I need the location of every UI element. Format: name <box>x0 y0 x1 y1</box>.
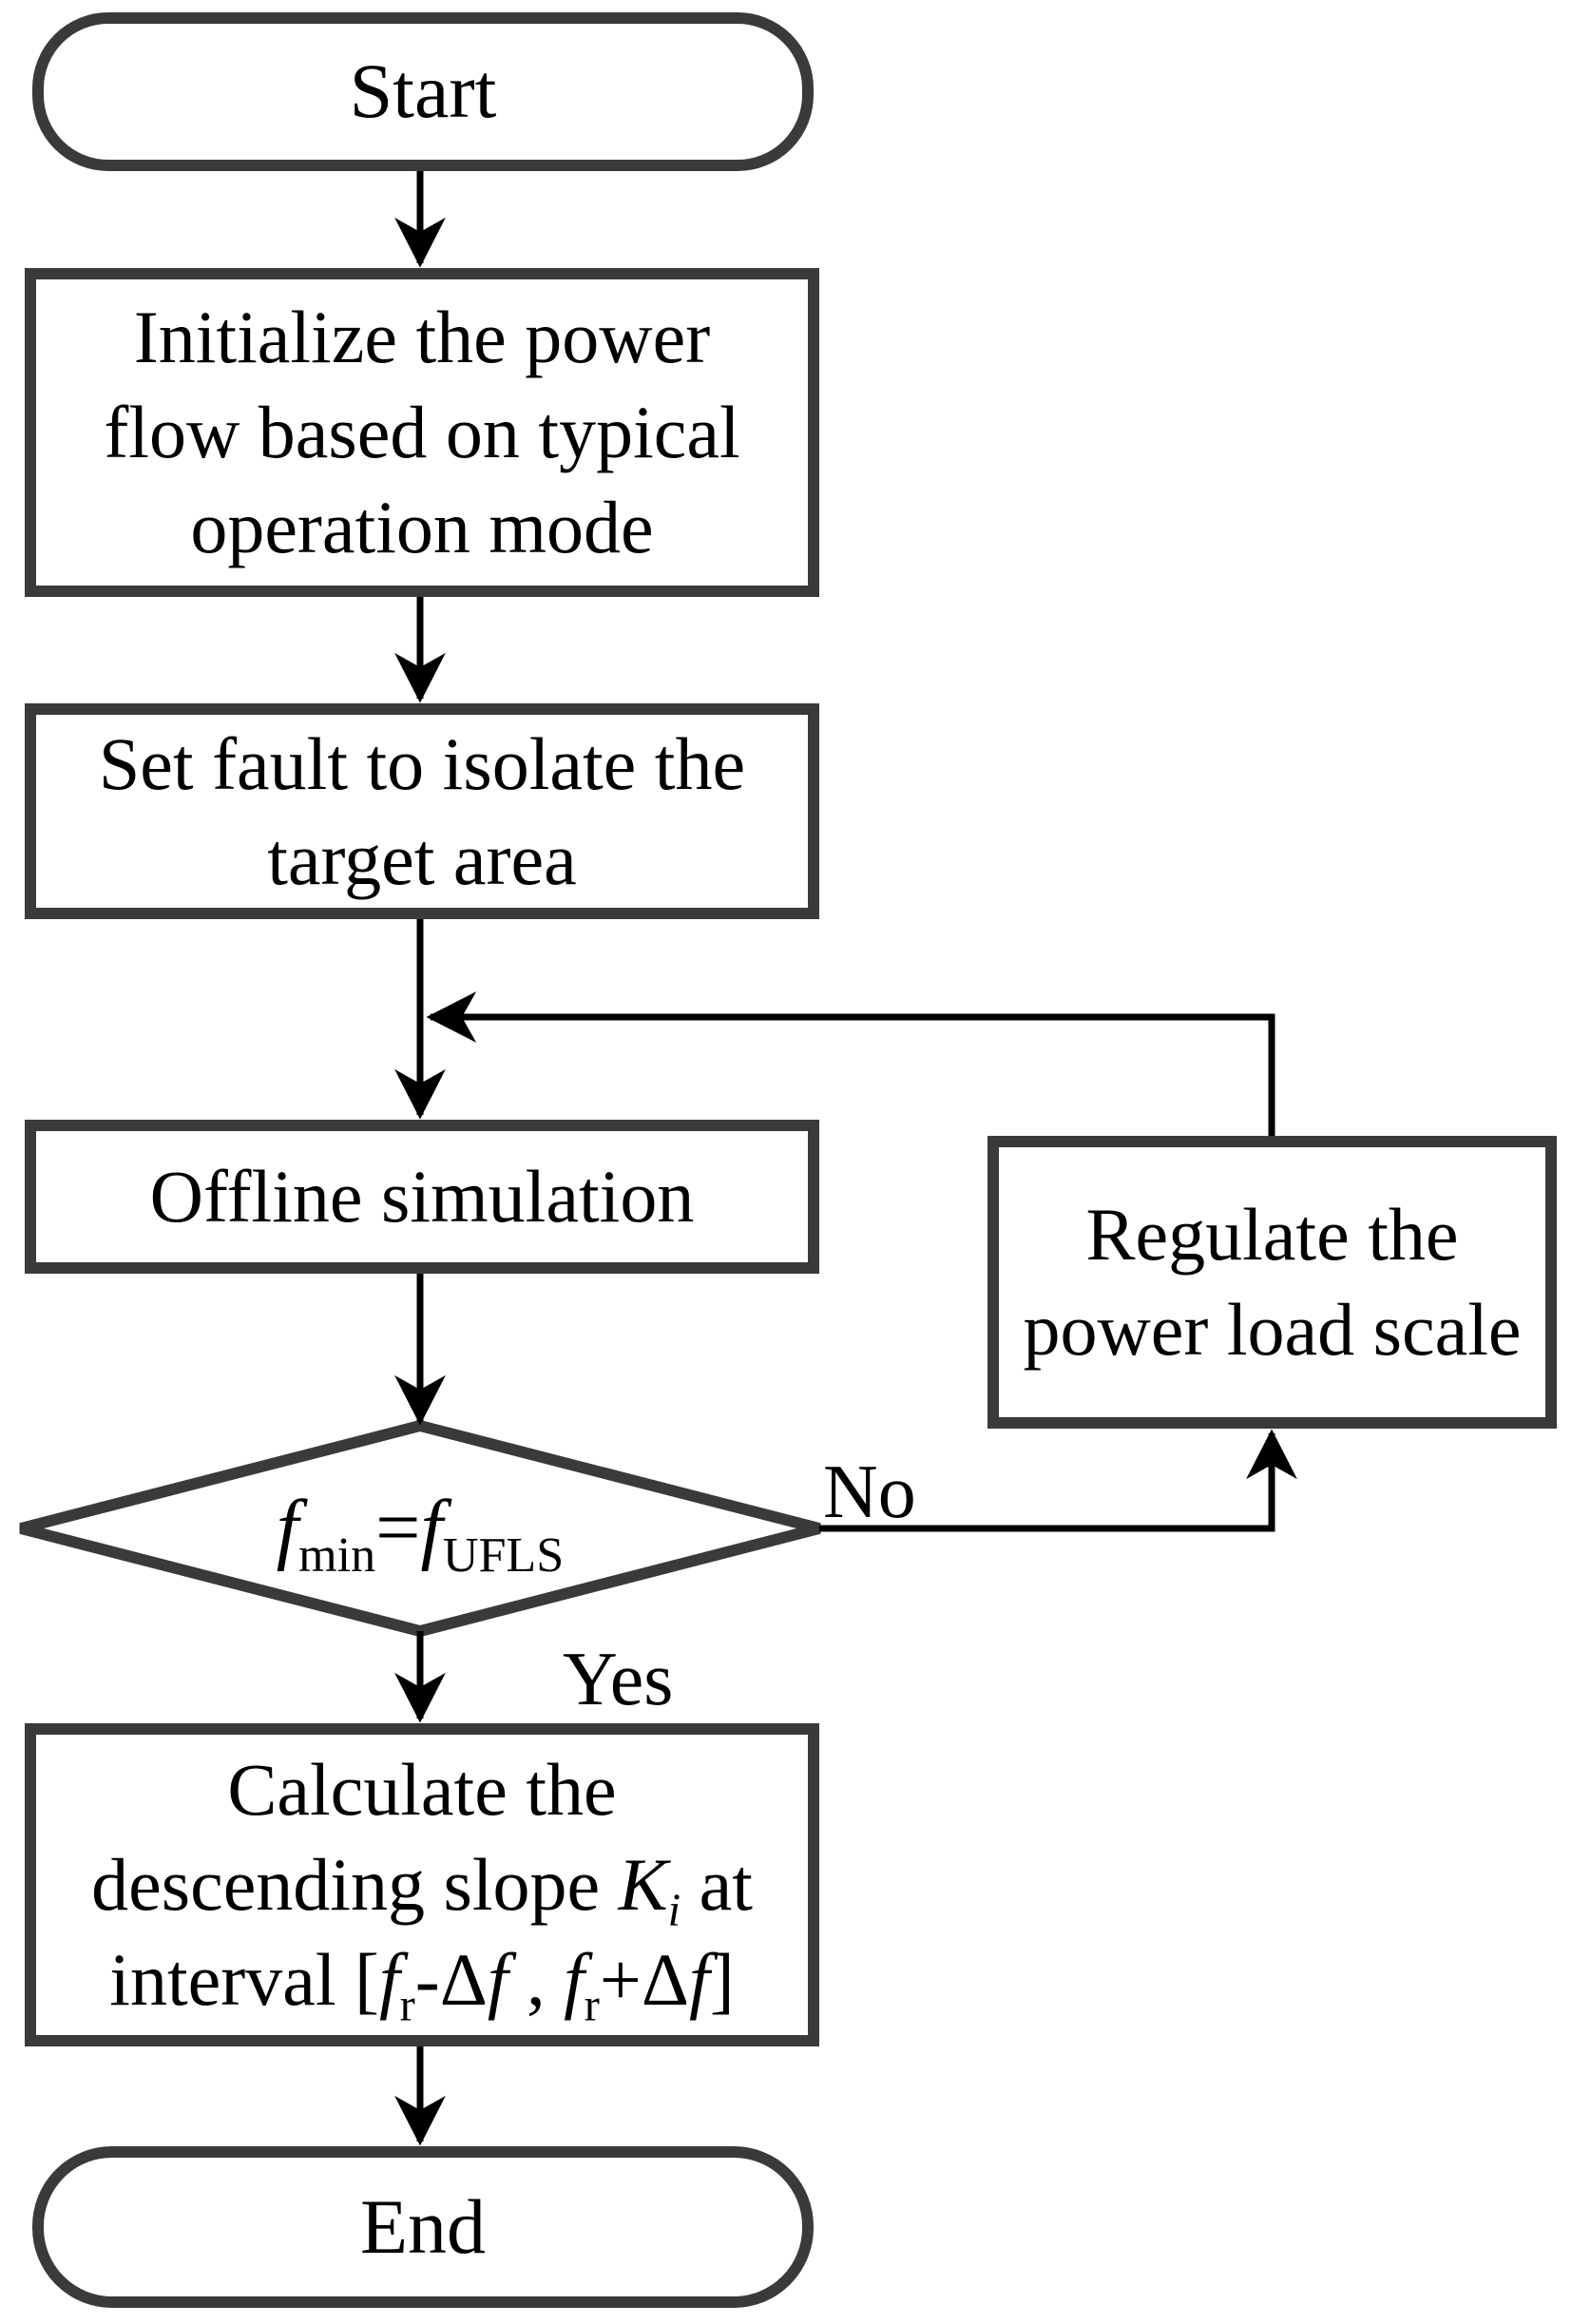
regulate-text: Regulate the power load scale <box>1023 1187 1521 1377</box>
node-start: Start <box>32 12 814 171</box>
calculate-fr1-subscript: r <box>399 1980 415 2031</box>
start-label: Start <box>349 48 497 135</box>
decision-f-min-symbol: f <box>276 1484 299 1572</box>
calculate-comma: , <box>508 1937 565 2021</box>
node-end: End <box>32 2146 814 2308</box>
no-branch-label: No <box>823 1450 916 1534</box>
decision-formula: fmin=fUFLS <box>277 1489 564 1581</box>
calculate-line-1: Calculate the <box>227 1748 617 1832</box>
set-fault-line-2: target area <box>267 816 577 900</box>
node-calculate-slope: Calculate the descending slope Ki at int… <box>25 1723 819 2046</box>
calculate-fr1-symbol: f <box>379 1937 400 2021</box>
initialize-line-3: operation mode <box>190 485 654 568</box>
calculate-line2-suffix: at <box>681 1843 753 1927</box>
set-fault-line-1: Set fault to isolate the <box>98 721 746 805</box>
calculate-fr2-symbol: f <box>564 1937 585 2021</box>
node-initialize-power-flow: Initialize the power flow based on typic… <box>25 268 819 597</box>
node-offline-simulation: Offline simulation <box>25 1120 819 1274</box>
yes-branch-label: Yes <box>563 1638 674 1721</box>
calculate-interval-close: ] <box>709 1937 735 2021</box>
decision-label: fmin=fUFLS <box>21 1426 819 1631</box>
calculate-df1-symbol: f <box>487 1937 508 2021</box>
initialize-text: Initialize the power flow based on typic… <box>104 290 739 574</box>
calculate-minus-delta: -Δ <box>414 1937 488 2021</box>
calculate-K-subscript: i <box>667 1885 681 1936</box>
node-regulate-load: Regulate the power load scale <box>987 1136 1557 1429</box>
calculate-line2-text: descending slope <box>91 1843 619 1927</box>
regulate-line-2: power load scale <box>1023 1288 1522 1371</box>
set-fault-text: Set fault to isolate the target area <box>99 717 745 907</box>
calculate-K-symbol: Ki <box>618 1843 681 1936</box>
regulate-line-1: Regulate the <box>1085 1193 1459 1277</box>
decision-f-ufls-symbol: f <box>420 1484 443 1572</box>
decision-equals: = <box>375 1484 421 1572</box>
decision-f-min-subscript: min <box>298 1527 376 1583</box>
calculate-line-3: interval [fr-Δf , fr+Δf] <box>91 1932 753 2028</box>
end-label: End <box>359 2182 487 2270</box>
decision-f-ufls-subscript: UFLS <box>442 1527 565 1583</box>
offline-simulation-label: Offline simulation <box>149 1155 695 1239</box>
initialize-line-1: Initialize the power <box>133 296 711 379</box>
node-set-fault: Set fault to isolate the target area <box>25 703 819 919</box>
calculate-fr2-subscript: r <box>584 1980 600 2031</box>
calculate-plus-delta: +Δ <box>599 1937 690 2021</box>
initialize-line-2: flow based on typical <box>104 391 740 474</box>
calculate-text: Calculate the descending slope Ki at int… <box>91 1742 753 2028</box>
calculate-line-2: descending slope Ki at <box>91 1837 753 1936</box>
calculate-interval-open: interval [ <box>109 1937 379 2021</box>
edge-regulate-feedback <box>426 991 1275 1136</box>
edge-decision-regulate-no <box>819 1429 1297 1532</box>
calculate-df2-symbol: f <box>689 1937 710 2021</box>
